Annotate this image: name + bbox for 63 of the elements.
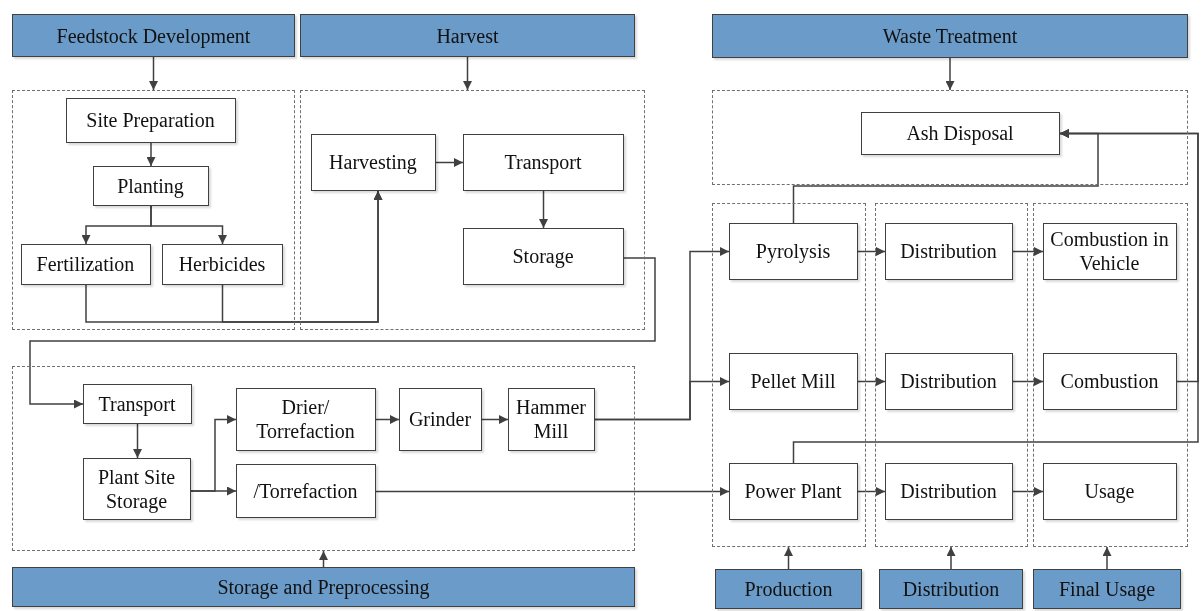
connector-arrow: [221, 190, 383, 323]
stage-header: Distribution: [879, 569, 1023, 609]
group-frame: [12, 90, 295, 330]
stage-header: Production: [715, 569, 862, 609]
connector-arrow: [146, 142, 156, 167]
connector-arrow: [150, 205, 227, 245]
connector-arrow: [857, 247, 886, 256]
connector-arrow: [29, 257, 656, 409]
group-frame: [300, 90, 645, 330]
connector-arrow: [463, 56, 472, 91]
connector-arrow: [1012, 377, 1044, 386]
process-box: Herbicides: [161, 243, 283, 285]
stage-header: Feedstock Development: [12, 14, 295, 57]
process-box: Fertilization: [20, 243, 151, 285]
process-box: Harvesting: [310, 133, 436, 191]
connector-arrow: [1012, 487, 1044, 496]
connector-arrow: [784, 546, 793, 570]
connector-arrow: [539, 190, 548, 229]
connector-arrow: [945, 57, 955, 91]
process-box: Combustion in Vehicle: [1042, 222, 1177, 280]
process-box: Drier/ Torrefaction: [235, 387, 376, 451]
connector-arrow: [792, 129, 1199, 464]
stage-header: Final Usage: [1033, 569, 1181, 609]
connector-arrow: [1102, 546, 1112, 570]
stage-header: Harvest: [300, 14, 635, 57]
connector-arrow: [190, 486, 237, 496]
process-box: Pellet Mill: [728, 352, 858, 410]
process-box: Site Preparation: [65, 97, 236, 143]
process-box: Ash Disposal: [860, 111, 1060, 155]
group-frame: [875, 203, 1028, 547]
process-box: Planting: [92, 165, 209, 206]
process-box: Power Plant: [728, 462, 858, 520]
process-box: Storage: [462, 227, 624, 285]
connector-arrow: [375, 487, 730, 496]
connector-arrow: [149, 56, 158, 91]
connector-arrow: [435, 158, 464, 167]
connector-arrow: [946, 546, 956, 570]
connector-arrow: [1012, 247, 1044, 256]
group-frame: [1033, 203, 1188, 547]
process-box: Combustion: [1042, 352, 1177, 410]
process-box: /Torrefaction: [235, 463, 376, 518]
connector-arrow: [375, 415, 400, 424]
process-box: Grinder: [398, 387, 482, 451]
group-frame: [12, 366, 635, 551]
stage-header: Storage and Preprocessing: [12, 567, 635, 607]
process-box: Hammer Mill: [507, 387, 595, 451]
connector-arrow: [319, 550, 328, 568]
process-box: Distribution: [884, 462, 1013, 520]
process-box: Pyrolysis: [728, 222, 858, 280]
group-frame: [712, 90, 1188, 185]
process-box: Distribution: [884, 222, 1013, 280]
stage-header: Waste Treatment: [712, 14, 1188, 58]
process-box: Distribution: [884, 352, 1013, 410]
connector-arrow: [133, 423, 142, 459]
process-box: Usage: [1042, 462, 1177, 520]
connector-arrow: [481, 415, 509, 424]
connector-arrow: [594, 377, 730, 421]
process-box: Transport: [462, 133, 624, 191]
connector-arrow: [857, 487, 886, 496]
connector-arrow: [857, 377, 886, 386]
group-frame: [712, 203, 866, 547]
process-box: Transport: [82, 383, 192, 424]
process-box: Plant Site Storage: [82, 457, 191, 520]
